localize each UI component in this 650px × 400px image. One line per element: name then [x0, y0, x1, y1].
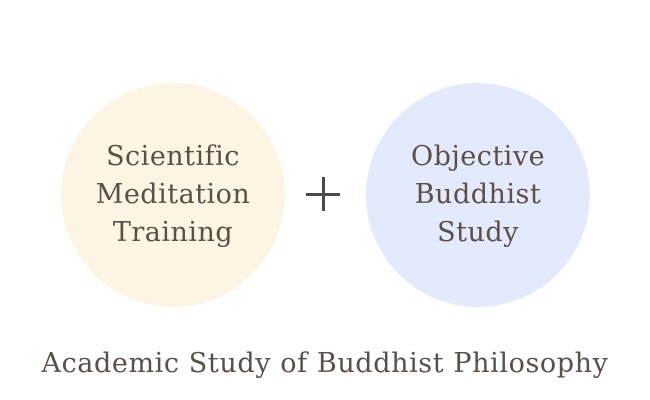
meditation-training-line-1: Scientific	[106, 141, 240, 172]
meditation-training-line-2: Meditation	[95, 179, 251, 210]
buddhist-study-line-1: Objective	[410, 141, 546, 172]
buddhist-study-line-3: Study	[437, 217, 519, 248]
buddhist-study-circle: Objective Buddhist Study	[366, 83, 590, 307]
buddhist-study-label: Objective Buddhist Study	[411, 138, 545, 252]
meditation-training-label: Scientific Meditation Training	[96, 138, 251, 252]
buddhist-study-line-2: Buddhist	[414, 179, 542, 210]
result-caption: Academic Study of Buddhist Philosophy	[41, 348, 609, 379]
plus-icon	[306, 177, 340, 211]
meditation-training-line-3: Training	[112, 217, 234, 248]
meditation-training-circle: Scientific Meditation Training	[61, 83, 285, 307]
